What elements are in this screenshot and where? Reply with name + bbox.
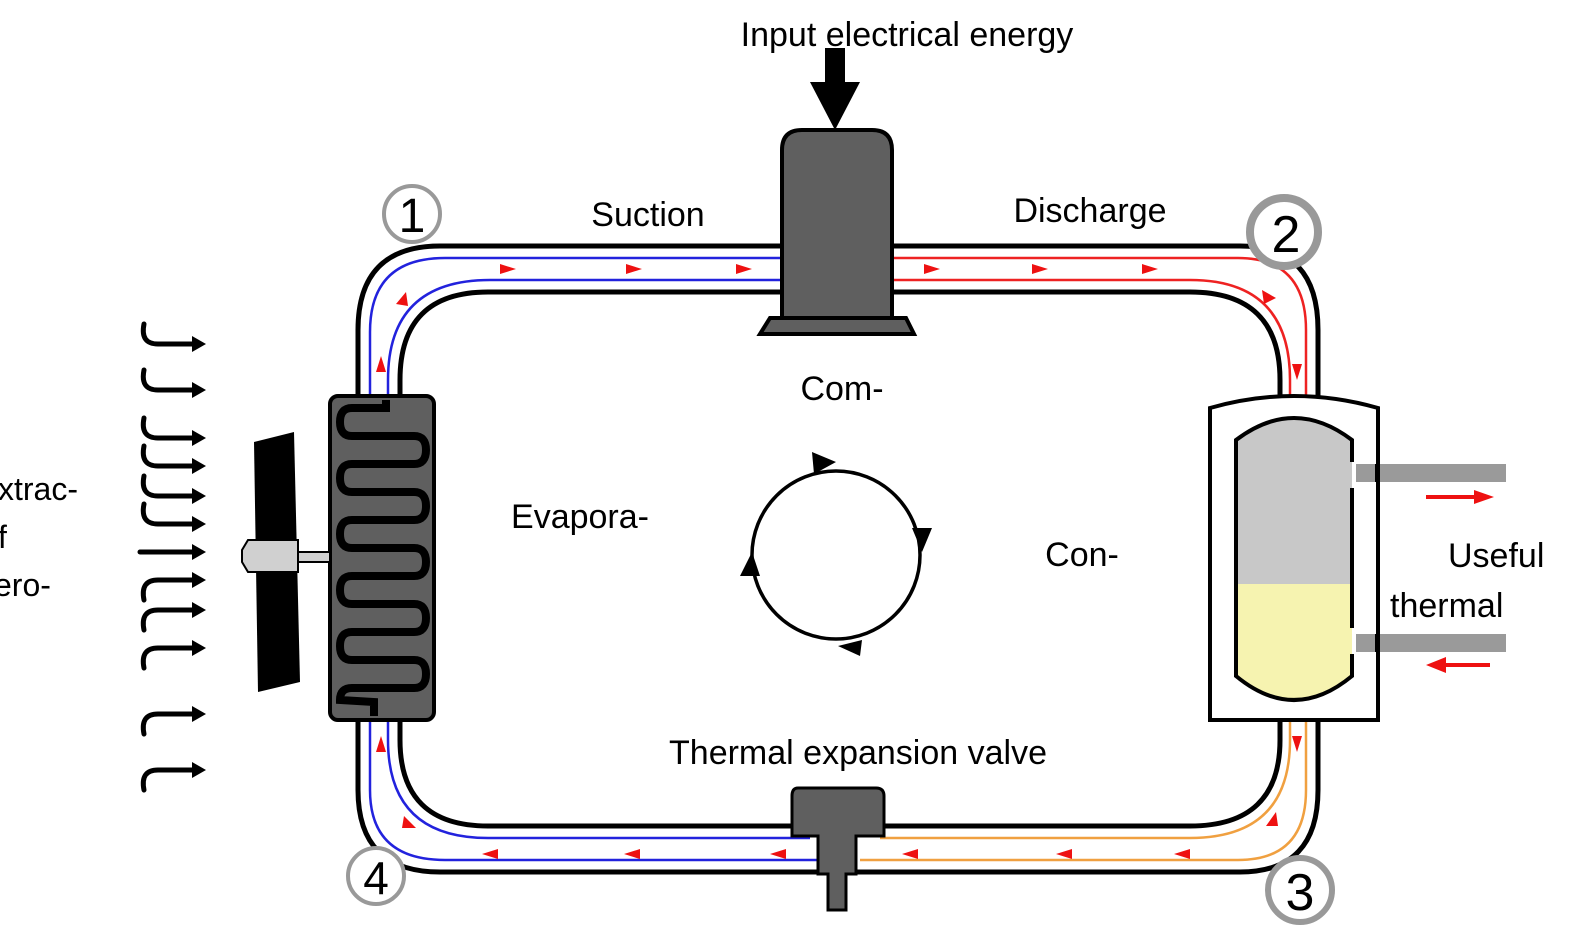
flow-arrow	[482, 849, 498, 859]
air-flow-arrow-icon	[140, 321, 206, 352]
flow-arrow	[500, 264, 516, 274]
flow-arrow	[376, 736, 386, 752]
tank-inner-wall	[1234, 416, 1354, 702]
flow-arrow	[402, 816, 416, 828]
compressor-label: Com-	[800, 370, 883, 408]
evaporator-label: Evapora-	[511, 498, 649, 536]
compressor-body	[780, 128, 894, 322]
flow-arrow	[396, 292, 408, 306]
flow-arrow	[624, 849, 640, 859]
air-flow-arrow-icon	[140, 572, 206, 603]
flow-arrow	[1056, 849, 1072, 859]
refrigerant-loop	[355, 243, 1321, 875]
extraction-label-line1: xtrac-	[0, 471, 78, 507]
input-energy-arrow-icon	[810, 48, 860, 130]
flow-arrow	[1292, 364, 1302, 380]
flow-arrow	[736, 264, 752, 274]
air-flow-arrow-icon	[140, 473, 206, 504]
compressor-base	[756, 316, 918, 336]
discharge-line-red	[892, 256, 1308, 400]
suction-line-blue	[368, 256, 780, 398]
cold-water-in-arrow-icon	[1426, 657, 1490, 673]
hot-water-outlet-pipe	[1356, 464, 1506, 482]
discharge-label: Discharge	[1013, 192, 1166, 230]
evaporator	[328, 394, 436, 722]
air-flow-arrow-icon	[140, 762, 206, 793]
condenser-tank	[1208, 394, 1506, 722]
air-flow-arrows	[137, 321, 206, 793]
flow-arrow	[902, 849, 918, 859]
pipe-outer-outline	[355, 243, 1321, 875]
flow-arrow	[626, 264, 642, 274]
expansion-valve-label: Thermal expansion valve	[669, 734, 1047, 772]
air-flow-arrow-icon	[140, 602, 206, 633]
svg-text:1: 1	[399, 190, 426, 243]
fan-icon	[241, 432, 331, 692]
flow-arrow	[1142, 264, 1158, 274]
input-energy-label: Input electrical energy	[741, 16, 1074, 54]
flow-arrow	[1174, 849, 1190, 859]
fan-hub	[241, 539, 299, 573]
flow-arrow	[1262, 290, 1276, 304]
air-flow-arrow-icon	[140, 501, 206, 532]
air-flow-arrow-icon	[140, 415, 206, 446]
state-marker-3: 3	[1265, 855, 1335, 925]
state-marker-4: 4	[346, 846, 406, 906]
svg-text:2: 2	[1272, 206, 1301, 264]
expansion-valve	[790, 786, 886, 912]
air-flow-arrow-icon	[140, 706, 206, 737]
hot-water-out-arrow-icon	[1426, 490, 1494, 504]
fan-shaft	[297, 551, 331, 563]
svg-text:3: 3	[1286, 864, 1315, 922]
flow-arrows	[376, 264, 1302, 859]
useful-label-line2: thermal	[1390, 587, 1503, 625]
tank-gas-region	[1236, 418, 1352, 584]
flow-arrow	[1266, 812, 1278, 826]
air-flow-arrow-icon	[137, 544, 206, 560]
flow-arrow	[1032, 264, 1048, 274]
useful-label-line1: Useful	[1448, 537, 1544, 575]
flow-arrow	[924, 264, 940, 274]
flow-arrow	[1292, 736, 1302, 752]
air-flow-arrow-icon	[140, 640, 206, 671]
evaporator-coil	[335, 400, 431, 716]
cycle-direction-icon	[740, 452, 932, 656]
air-flow-arrow-icon	[140, 367, 206, 398]
tank-liquid-region	[1236, 584, 1352, 700]
cold-water-inlet-pipe	[1356, 634, 1506, 652]
evaporator-body	[328, 394, 436, 722]
state-marker-1: 1	[382, 184, 442, 244]
extraction-label-line3: ero-	[0, 567, 51, 603]
svg-text:4: 4	[363, 852, 389, 904]
state-marker-2: 2	[1246, 194, 1322, 270]
compressor	[756, 128, 918, 336]
flow-arrow	[376, 356, 386, 372]
valve-body	[790, 786, 886, 912]
condenser-label: Con-	[1045, 536, 1119, 574]
suction-label: Suction	[591, 196, 704, 234]
extraction-label-line2: f	[0, 519, 7, 555]
flow-arrow	[770, 849, 786, 859]
liquid-line-orange	[860, 720, 1308, 862]
evaporator-inlet-line-blue	[368, 720, 820, 862]
air-flow-arrow-icon	[140, 443, 206, 474]
